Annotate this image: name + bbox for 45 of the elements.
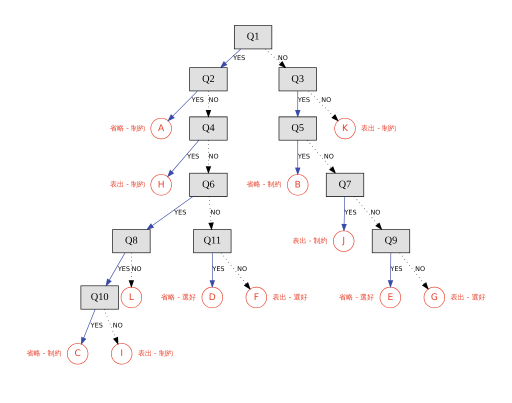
node-circle: I [110, 342, 132, 364]
node-circle: B [287, 174, 308, 196]
node-circle: K [334, 117, 356, 139]
node-box: Q2 [189, 66, 228, 91]
arrow [341, 196, 347, 232]
node-box: Q1 [234, 24, 272, 49]
node-box: Q4 [189, 116, 228, 140]
arrow [220, 252, 251, 290]
node-circle: F [246, 286, 267, 308]
arrow [307, 139, 336, 174]
arrow [308, 90, 339, 122]
node-circle: H [150, 174, 172, 196]
arrow [208, 196, 214, 230]
node-circle: D [202, 286, 223, 308]
node-circle: G [424, 286, 446, 308]
node-circle: C [66, 342, 88, 364]
node-circle: L [120, 286, 142, 308]
arrow [295, 139, 300, 175]
arrow [167, 90, 198, 122]
arrow [264, 48, 286, 68]
node-circle: E [380, 286, 402, 308]
arrow [206, 139, 212, 174]
node-circle: J [333, 230, 354, 252]
arrow [167, 139, 200, 177]
arrow [128, 252, 134, 288]
arrow [220, 48, 242, 68]
arrow [106, 252, 126, 286]
node-box: Q10 [80, 285, 119, 309]
arrow [80, 308, 96, 344]
node-box: Q3 [278, 66, 317, 91]
arrow [104, 308, 118, 344]
arrow [210, 252, 216, 288]
node-box: Q11 [193, 228, 232, 253]
arrow [146, 196, 194, 230]
node-box: Q6 [189, 172, 228, 196]
node-box: Q8 [112, 228, 150, 253]
arrow [295, 90, 300, 118]
node-box: Q5 [278, 116, 317, 140]
arrow [388, 252, 394, 288]
arrow [354, 196, 382, 230]
arrow [206, 90, 212, 118]
arrow [399, 252, 429, 290]
node-box: Q9 [372, 228, 410, 253]
node-circle: A [150, 117, 172, 139]
node-box: Q7 [326, 172, 364, 196]
